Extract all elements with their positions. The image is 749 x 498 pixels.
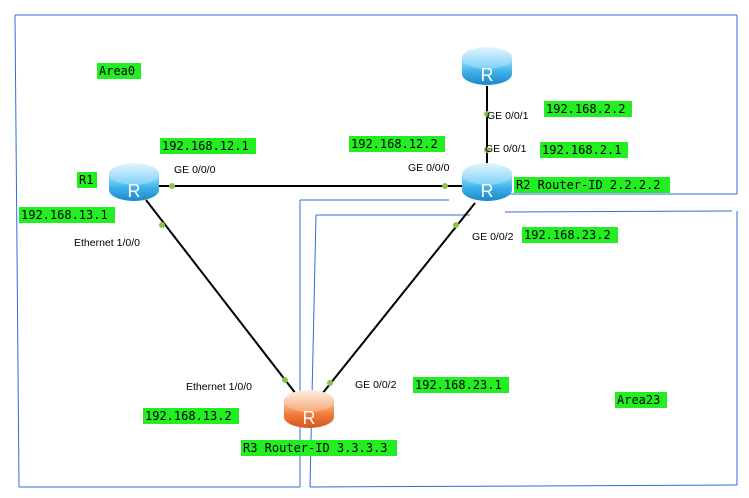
area0-label: Area0 xyxy=(97,63,141,79)
router-r3-letter: R xyxy=(303,408,316,428)
r1-ip-13-label: 192.168.13.1 xyxy=(19,207,115,223)
area0-boundary xyxy=(14,14,738,488)
port-r2-ge000 xyxy=(442,183,448,189)
r2-ip-23-label: 192.168.23.2 xyxy=(522,227,618,243)
svg-text:192.168.12.2: 192.168.12.2 xyxy=(351,137,438,151)
green-labels: Area0 Area23 R1 192.168.12.1 192.168.13.… xyxy=(19,63,670,456)
svg-text:192.168.12.1: 192.168.12.1 xyxy=(162,139,249,153)
svg-text:192.168.13.1: 192.168.13.1 xyxy=(21,208,108,222)
r3-name-label: R3 Router-ID 3.3.3.3 xyxy=(241,440,397,456)
svg-text:R2 Router-ID 2.2.2.2: R2 Router-ID 2.2.2.2 xyxy=(516,178,661,192)
r1-eth100-label: Ethernet 1/0/0 xyxy=(74,237,140,249)
r3-ge002-label: GE 0/0/2 xyxy=(355,379,397,391)
port-r3-ge002 xyxy=(327,380,333,386)
top-ge001-label: GE 0/0/1 xyxy=(487,110,529,122)
router-r1-letter: R xyxy=(128,181,141,201)
interface-labels: GE 0/0/0 Ethernet 1/0/0 GE 0/0/0 GE 0/0/… xyxy=(74,110,529,393)
r3-eth100-label: Ethernet 1/0/0 xyxy=(186,381,252,393)
router-r2-letter: R xyxy=(481,181,494,201)
port-r1-eth100 xyxy=(159,222,165,228)
r2-ge001-label: GE 0/0/1 xyxy=(485,143,527,155)
svg-text:192.168.13.2: 192.168.13.2 xyxy=(145,409,232,423)
r3-ip-23-label: 192.168.23.1 xyxy=(413,377,509,393)
link-r1-r3 xyxy=(145,199,297,395)
links xyxy=(145,86,488,395)
router-top-letter: R xyxy=(481,65,494,85)
port-r1-ge000 xyxy=(169,183,175,189)
svg-text:R3 Router-ID 3.3.3.3: R3 Router-ID 3.3.3.3 xyxy=(243,441,388,455)
svg-text:Area0: Area0 xyxy=(99,64,135,78)
area23-label: Area23 xyxy=(615,392,667,408)
r2-ge000-label: GE 0/0/0 xyxy=(408,162,450,174)
r2-ip-12-label: 192.168.12.2 xyxy=(349,136,445,152)
router-r3-icon[interactable]: R xyxy=(284,390,334,428)
svg-text:192.168.23.1: 192.168.23.1 xyxy=(415,378,502,392)
svg-text:Area23: Area23 xyxy=(617,393,660,407)
link-r2-r3 xyxy=(321,202,476,395)
r2-name-label: R2 Router-ID 2.2.2.2 xyxy=(514,177,670,193)
r1-ip-12-label: 192.168.12.1 xyxy=(160,138,256,154)
r2-ip-2-label: 192.168.2.1 xyxy=(540,142,628,158)
port-top-ge001 xyxy=(484,111,490,117)
svg-text:192.168.2.2: 192.168.2.2 xyxy=(546,102,625,116)
top-ip-label: 192.168.2.2 xyxy=(544,101,632,117)
port-r3-eth100 xyxy=(282,377,288,383)
router-top-icon[interactable]: R xyxy=(462,47,512,85)
svg-text:192.168.23.2: 192.168.23.2 xyxy=(524,228,611,242)
r3-ip-13-label: 192.168.13.2 xyxy=(143,408,239,424)
r1-ge000-label: GE 0/0/0 xyxy=(174,164,216,176)
router-r2-icon[interactable]: R xyxy=(462,163,512,201)
r2-ge002-label: GE 0/0/2 xyxy=(472,231,514,243)
svg-text:192.168.2.1: 192.168.2.1 xyxy=(542,143,621,157)
port-r2-ge002 xyxy=(453,222,459,228)
svg-text:R1: R1 xyxy=(79,173,93,187)
router-r1-icon[interactable]: R xyxy=(109,163,159,201)
r1-name-label: R1 xyxy=(77,172,97,188)
port-r2-ge001 xyxy=(484,147,490,153)
port-dots xyxy=(159,111,490,386)
